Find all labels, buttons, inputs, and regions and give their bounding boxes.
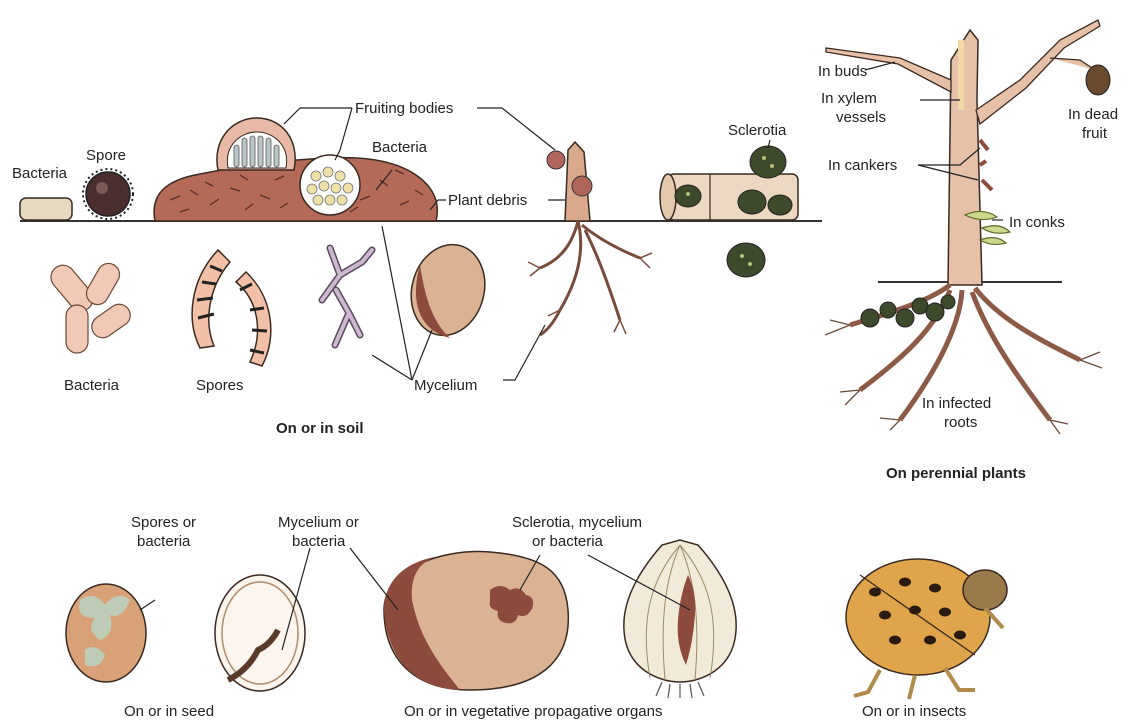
label-spores-or-2: bacteria bbox=[137, 533, 191, 550]
soil-potato bbox=[401, 236, 494, 344]
label-spore: Spore bbox=[86, 147, 126, 164]
log-with-sclerotia bbox=[660, 146, 798, 277]
potato-tuber bbox=[384, 552, 568, 690]
label-in-dead-1: In dead bbox=[1068, 106, 1118, 123]
spore-ball bbox=[83, 169, 133, 219]
label-in-xylem-1: In xylem bbox=[821, 90, 877, 107]
soil-mycelium bbox=[322, 248, 372, 345]
caption-soil: On or in soil bbox=[276, 420, 364, 437]
label-spores-soil: Spores bbox=[196, 377, 244, 394]
caption-vegetative: On or in vegetative propagative organs bbox=[404, 703, 663, 720]
label-sclerotia: Sclerotia bbox=[728, 122, 787, 139]
beetle bbox=[846, 559, 1007, 699]
label-in-infected-1: In infected bbox=[922, 395, 991, 412]
label-mycelium-or-1: Mycelium or bbox=[278, 514, 359, 531]
leader-lines bbox=[284, 108, 770, 380]
dead-fruit bbox=[1086, 65, 1110, 95]
label-in-buds: In buds bbox=[818, 63, 867, 80]
soil-bacteria bbox=[46, 259, 134, 353]
label-sclerotia-mycelium-1: Sclerotia, mycelium bbox=[512, 514, 642, 531]
label-sclerotia-mycelium-2: or bacteria bbox=[532, 533, 604, 550]
tree-trunk bbox=[948, 30, 982, 285]
label-in-dead-2: fruit bbox=[1082, 125, 1108, 142]
label-mycelium: Mycelium bbox=[414, 377, 477, 394]
label-bacteria-soil: Bacteria bbox=[64, 377, 120, 394]
label-mycelium-or-2: bacteria bbox=[292, 533, 346, 550]
soil-mound bbox=[154, 158, 437, 221]
label-in-conks: In conks bbox=[1009, 214, 1065, 231]
label-in-xylem-2: vessels bbox=[836, 109, 886, 126]
plant-debris-stump bbox=[528, 142, 652, 335]
label-in-infected-2: roots bbox=[944, 414, 977, 431]
label-in-cankers: In cankers bbox=[828, 157, 897, 174]
seed-with-mycelium bbox=[215, 575, 305, 691]
label-bacteria-surface: Bacteria bbox=[12, 165, 68, 182]
caption-insects: On or in insects bbox=[862, 703, 966, 720]
label-spores-or-1: Spores or bbox=[131, 514, 196, 531]
label-plant-debris: Plant debris bbox=[448, 192, 527, 209]
bacteria-rod-surface bbox=[20, 198, 72, 220]
onion-bulb bbox=[624, 540, 736, 698]
soil-spores bbox=[192, 250, 271, 366]
label-fruiting-bodies: Fruiting bodies bbox=[355, 100, 453, 117]
seed-with-spores bbox=[66, 584, 146, 682]
infected-root-nodules bbox=[861, 295, 955, 327]
label-bacteria-mound: Bacteria bbox=[372, 139, 428, 156]
perennial-tree bbox=[825, 20, 1110, 434]
caption-perennial: On perennial plants bbox=[886, 465, 1026, 482]
caption-seed: On or in seed bbox=[124, 703, 214, 720]
